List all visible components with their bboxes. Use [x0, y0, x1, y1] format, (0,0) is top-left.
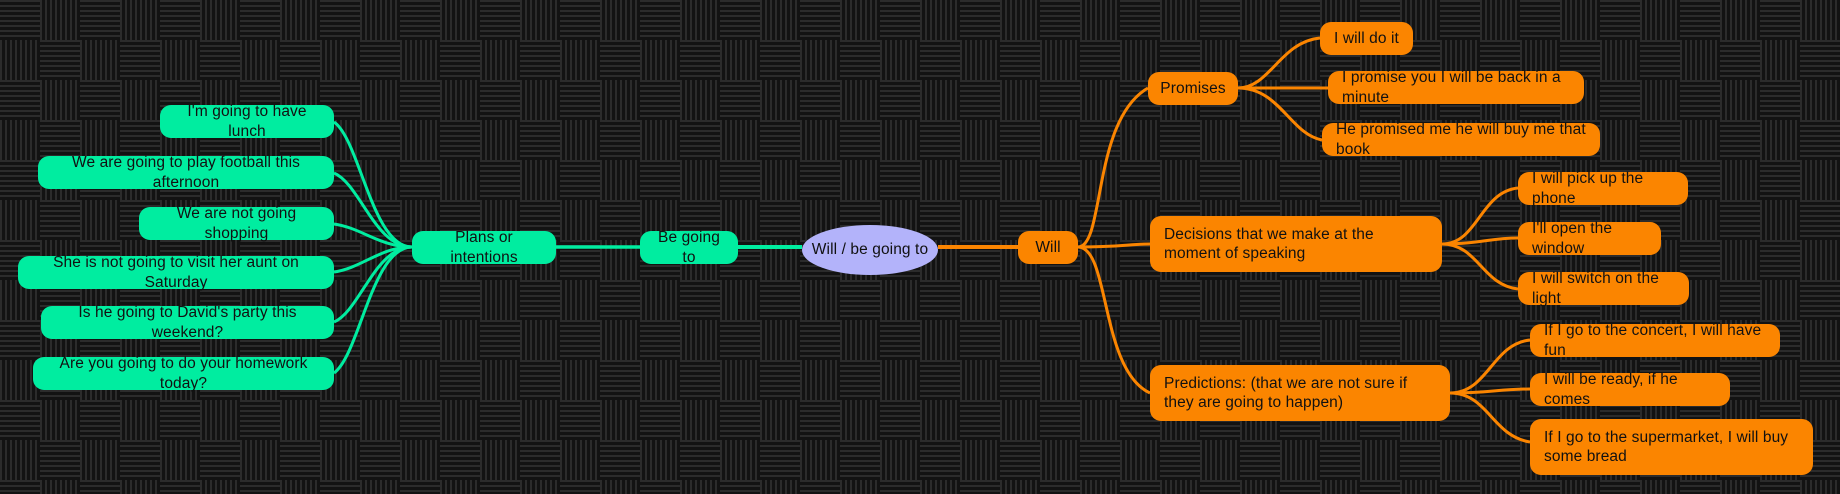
- edge-promises-to-e3: [1237, 86, 1323, 142]
- node-decisions-example-2[interactable]: I'll open the window: [1518, 220, 1661, 257]
- node-decisions-example-3-label: I will switch on the light: [1532, 270, 1664, 307]
- node-decisions[interactable]: Decisions that we make at the moment of …: [1150, 216, 1442, 272]
- center-node[interactable]: Will / be going to: [802, 225, 938, 275]
- node-promises-example-3-label: He promised me he will buy me that book: [1336, 121, 1591, 158]
- node-plans-example-4[interactable]: She is not going to visit her aunt on Sa…: [18, 254, 334, 291]
- node-plans-example-2-label: We are going to play football this after…: [72, 154, 305, 191]
- node-decisions-label: Decisions that we make at the moment of …: [1164, 225, 1379, 262]
- node-promises-example-1-label: I will do it: [1334, 29, 1399, 47]
- node-plans-example-3-label: We are not going shopping: [176, 205, 301, 242]
- node-predictions-label: Predictions: (that we are not sure if th…: [1164, 374, 1412, 411]
- center-node-label: Will / be going to: [811, 241, 929, 259]
- node-plans-example-6-label: Are you going to do your homework today?: [59, 355, 312, 392]
- node-promises[interactable]: Promises: [1148, 72, 1238, 105]
- node-predictions-example-2-label: I will be ready, if he comes: [1544, 371, 1683, 408]
- node-will[interactable]: Will: [1018, 231, 1078, 264]
- node-plans-or-intentions-label: Plans or intentions: [450, 229, 518, 266]
- node-promises-example-3[interactable]: He promised me he will buy me that book: [1322, 121, 1600, 158]
- node-will-label: Will: [1035, 238, 1061, 256]
- node-plans-example-3[interactable]: We are not going shopping: [139, 205, 334, 242]
- node-decisions-example-2-label: I'll open the window: [1532, 220, 1617, 257]
- edge-decisions-to-e1: [1441, 186, 1519, 246]
- node-plans-example-1-label: I'm going to have lunch: [187, 103, 312, 140]
- node-be-going-to[interactable]: Be going to: [640, 229, 738, 266]
- node-promises-example-1[interactable]: I will do it: [1320, 22, 1413, 55]
- node-predictions-example-1-label: If I go to the concert, I will have fun: [1544, 322, 1766, 359]
- edge-will-to-predictions: [1077, 245, 1151, 395]
- node-decisions-example-1-label: I will pick up the phone: [1532, 170, 1648, 207]
- edge-will-to-decisions: [1077, 242, 1151, 249]
- node-decisions-example-1[interactable]: I will pick up the phone: [1518, 170, 1688, 207]
- node-plans-example-2[interactable]: We are going to play football this after…: [38, 154, 334, 191]
- edge-will-to-promises: [1077, 86, 1149, 249]
- edge-predictions-to-e3: [1449, 391, 1531, 444]
- edge-decisions-to-e3: [1441, 242, 1519, 291]
- node-promises-label: Promises: [1160, 79, 1226, 97]
- node-predictions-example-3[interactable]: If I go to the supermarket, I will buy s…: [1530, 419, 1813, 475]
- edge-promises-to-e1: [1237, 36, 1321, 90]
- node-decisions-example-3[interactable]: I will switch on the light: [1518, 270, 1689, 307]
- node-plans-example-5-label: Is he going to David's party this weeken…: [78, 304, 302, 341]
- node-plans-example-5[interactable]: Is he going to David's party this weeken…: [41, 304, 334, 341]
- node-predictions-example-1[interactable]: If I go to the concert, I will have fun: [1530, 322, 1780, 359]
- edge-plans-to-ex1: [333, 120, 413, 249]
- node-promises-example-2-label: I promise you I will be back in a minute: [1342, 69, 1566, 106]
- node-be-going-to-label: Be going to: [658, 229, 725, 266]
- node-promises-example-2[interactable]: I promise you I will be back in a minute: [1328, 69, 1584, 106]
- node-plans-example-4-label: She is not going to visit her aunt on Sa…: [53, 254, 304, 291]
- node-plans-or-intentions[interactable]: Plans or intentions: [412, 229, 556, 266]
- node-predictions-example-3-label: If I go to the supermarket, I will buy s…: [1544, 428, 1793, 465]
- edge-plans-to-ex6: [333, 245, 413, 375]
- node-predictions-example-2[interactable]: I will be ready, if he comes: [1530, 371, 1730, 408]
- node-plans-example-6[interactable]: Are you going to do your homework today?: [33, 355, 334, 392]
- edge-predictions-to-e1: [1449, 338, 1531, 395]
- edge-plans-to-ex2: [333, 171, 413, 249]
- node-plans-example-1[interactable]: I'm going to have lunch: [160, 103, 334, 140]
- node-predictions[interactable]: Predictions: (that we are not sure if th…: [1150, 365, 1450, 421]
